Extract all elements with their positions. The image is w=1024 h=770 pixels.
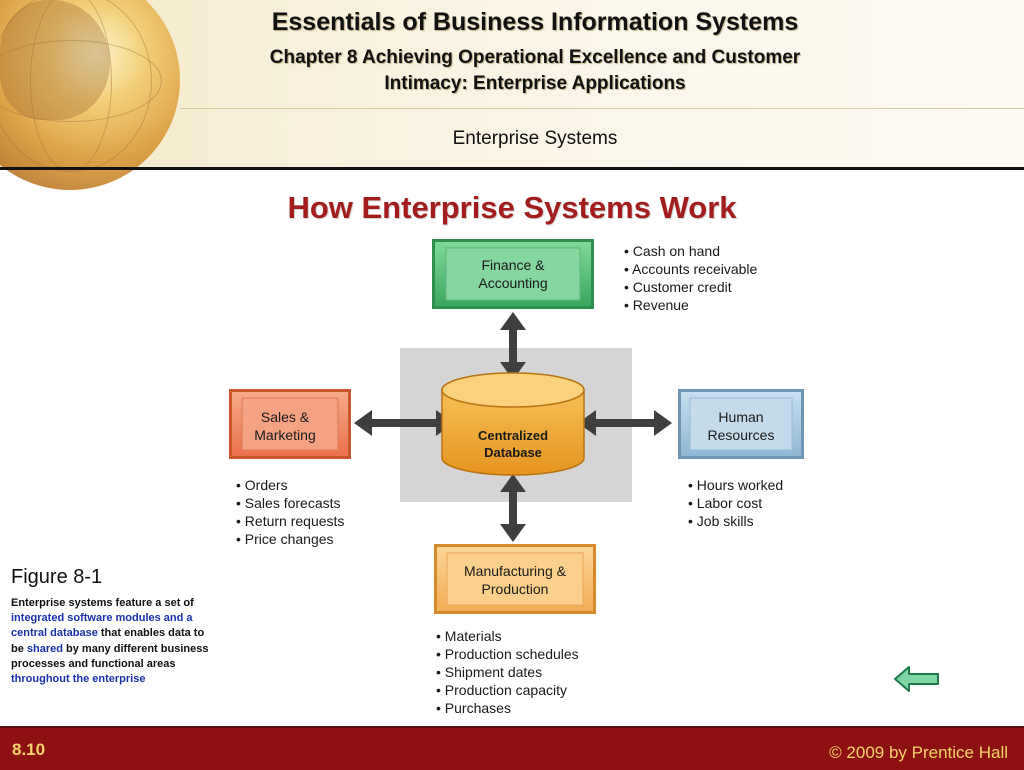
enterprise-systems-diagram: Finance & Accounting Sales & Marketing H… bbox=[228, 238, 804, 722]
manufacturing-label-1: Manufacturing & bbox=[464, 563, 567, 579]
manufacturing-label-2: Production bbox=[482, 581, 549, 597]
sales-label-1: Sales & bbox=[261, 409, 310, 425]
database-label-1: Centralized bbox=[478, 428, 548, 443]
sales-marketing-module: Sales & Marketing bbox=[229, 389, 351, 459]
centralized-database: Centralized Database bbox=[441, 372, 585, 476]
diagram-svg: Finance & Accounting Sales & Marketing H… bbox=[229, 239, 804, 716]
left-arrow-icon bbox=[894, 666, 939, 692]
slide-footer: 8.10 © 2009 by Prentice Hall bbox=[0, 726, 1024, 770]
manufacturing-data-list: • Materials • Production schedules • Shi… bbox=[436, 628, 579, 716]
database-hr-arrow bbox=[578, 410, 672, 436]
book-title: Essentials of Business Information Syste… bbox=[271, 8, 799, 36]
list-item: • Labor cost bbox=[688, 495, 762, 511]
hr-data-list: • Hours worked • Labor cost • Job skills bbox=[688, 477, 783, 529]
figure-label: Figure 8-1 bbox=[11, 566, 103, 588]
human-resources-module: Human Resources bbox=[678, 389, 804, 459]
list-item: • Job skills bbox=[688, 513, 754, 529]
copyright: © 2009 by Prentice Hall bbox=[829, 743, 1008, 762]
database-manufacturing-arrow bbox=[500, 474, 526, 542]
finance-label-1: Finance & bbox=[481, 257, 545, 273]
list-item: • Revenue bbox=[624, 297, 689, 313]
hr-label-2: Resources bbox=[708, 427, 775, 443]
figure-caption: Enterprise systems feature a set of inte… bbox=[11, 597, 209, 686]
database-label-2: Database bbox=[484, 445, 542, 460]
list-item: • Orders bbox=[236, 477, 288, 493]
list-item: • Production capacity bbox=[436, 682, 567, 698]
slide-header: Essentials of Business Information Syste… bbox=[0, 0, 1024, 190]
list-item: • Materials bbox=[436, 628, 502, 644]
sales-label-2: Marketing bbox=[254, 427, 315, 443]
slide-title: How Enterprise Systems Work bbox=[287, 190, 737, 225]
page-number: 8.10 bbox=[12, 740, 46, 759]
finance-data-list: • Cash on hand • Accounts receivable • C… bbox=[624, 243, 758, 313]
finance-database-arrow bbox=[500, 312, 526, 380]
list-item: • Accounts receivable bbox=[624, 261, 758, 277]
chapter-title: Chapter 8 Achieving Operational Excellen… bbox=[269, 47, 801, 94]
hr-label-1: Human bbox=[718, 409, 763, 425]
list-item: • Purchases bbox=[436, 700, 511, 716]
sales-data-list: • Orders • Sales forecasts • Return requ… bbox=[236, 477, 344, 547]
manufacturing-production-module: Manufacturing & Production bbox=[434, 544, 596, 614]
finance-accounting-module: Finance & Accounting bbox=[432, 239, 594, 309]
list-item: • Production schedules bbox=[436, 646, 579, 662]
list-item: • Hours worked bbox=[688, 477, 783, 493]
back-button[interactable] bbox=[893, 664, 941, 694]
list-item: • Customer credit bbox=[624, 279, 732, 295]
list-item: • Price changes bbox=[236, 531, 334, 547]
list-item: • Cash on hand bbox=[624, 243, 720, 259]
list-item: • Shipment dates bbox=[436, 664, 542, 680]
globe-image bbox=[0, 0, 180, 190]
section-title: Enterprise Systems bbox=[452, 128, 618, 149]
list-item: • Return requests bbox=[236, 513, 344, 529]
finance-label-2: Accounting bbox=[478, 275, 547, 291]
list-item: • Sales forecasts bbox=[236, 495, 341, 511]
